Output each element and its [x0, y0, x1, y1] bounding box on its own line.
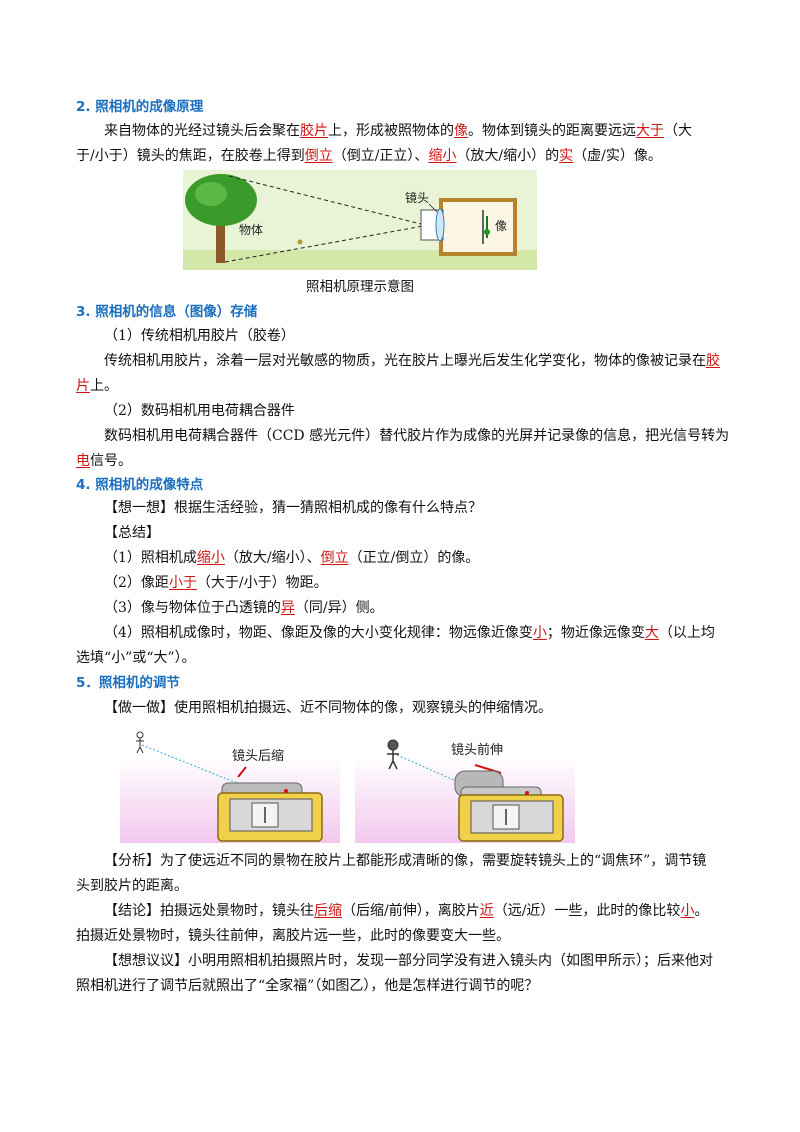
sec4-item4-line2: 选填“小”或“大”）。 [76, 650, 196, 666]
text: 。 [694, 903, 709, 919]
person-icon [387, 739, 399, 770]
retract-label: 镜头后缩 [232, 748, 284, 764]
sec4-item3: （3）像与物体位于凸透镜的异（同/异）侧。 [76, 598, 726, 618]
sec5-conclusion-line2: 拍摄近处景物时，镜头往前伸，离胶片远一些，此时的像要变大一些。 [76, 928, 510, 944]
text: （大于/小于）物距。 [196, 575, 328, 591]
answer-blank: 胶 [706, 353, 720, 369]
sec5-discuss-line2: 照相机进行了调节后就照出了“全家福”（如图乙），他是怎样进行调节的呢？ [76, 978, 539, 994]
sec2-para-line2: 于/小于）镜头的焦距，在胶卷上得到倒立（倒立/正立）、缩小（放大/缩小）的实（虚… [76, 146, 726, 166]
answer-blank: 电 [76, 453, 90, 469]
object-label: 物体 [239, 223, 263, 237]
answer-blank: 实 [559, 148, 574, 164]
indicator-dot [284, 789, 288, 793]
lens-label: 镜头 [405, 190, 429, 205]
text: （3）像与物体位于凸透镜的 [104, 600, 281, 616]
sec4-item4-line1: （4）照相机成像时，物距、像距及像的大小变化规律：物远像近像变小；物近像远像变大… [76, 623, 726, 643]
answer-blank: 缩小 [196, 550, 225, 566]
section-4-title: 4. 照相机的成像特点 [76, 477, 204, 493]
text: （2）像距 [104, 575, 169, 591]
sight-line [141, 744, 263, 794]
light-ray-top [228, 175, 446, 231]
answer-blank: 小 [680, 903, 695, 919]
sight-line [396, 754, 466, 786]
text: （正立/倒立）的像。 [348, 550, 480, 566]
sec3-para1-line1: 传统相机用胶片，涂着一层对光敏感的物质，光在胶片上曝光后发生化学变化，物体的像被… [76, 351, 726, 371]
text: （同/异）侧。 [294, 600, 384, 616]
text: 信号。 [90, 453, 132, 469]
sec4-summary-label: 【总结】 [104, 525, 160, 541]
sec3-sub1: （1）传统相机用胶片（胶卷） [104, 328, 295, 344]
answer-blank: 片 [76, 378, 90, 394]
sec2-para-line1: 来自物体的光经过镜头后会聚在胶片上，形成被照物体的像。物体到镜头的距离要远远大于… [76, 121, 726, 141]
text: （1）照相机成 [104, 550, 197, 566]
sec3-sub2: （2）数码相机用电荷耦合器件 [104, 403, 295, 419]
camera-extend-figure: 镜头前伸 [355, 739, 575, 843]
sec4-item2: （2）像距小于（大于/小于）物距。 [76, 573, 726, 593]
text: 来自物体的光经过镜头后会聚在 [104, 123, 300, 139]
answer-blank: 小于 [168, 575, 197, 591]
text: 【结论】拍摄远处景物时，镜头往 [104, 903, 314, 919]
text: （远/近）一些，此时的像比较 [493, 903, 681, 919]
text: （大 [664, 123, 692, 139]
tree-trunk [216, 215, 225, 263]
tree-highlight [195, 182, 227, 206]
extend-label: 镜头前伸 [451, 742, 503, 758]
image-dot [484, 229, 490, 235]
section-5-title: 5．照相机的调节 [76, 675, 180, 691]
answer-blank: 大于 [636, 123, 664, 139]
answer-blank: 像 [454, 123, 468, 139]
lens-icon [435, 208, 445, 242]
camera-retract-figure: 镜头后缩 [120, 731, 340, 843]
answer-blank: 后缩 [314, 903, 342, 919]
section-3-title: 3. 照相机的信息（图像）存储 [76, 304, 258, 320]
sec4-think: 【想一想】根据生活经验，猜一猜照相机成的像有什么特点？ [104, 500, 482, 516]
small-dot [297, 239, 303, 245]
text: ；物近像远像变 [546, 625, 645, 641]
sec5-analysis-line1: 【分析】为了使远近不同的景物在胶片上都能形成清晰的像，需要旋转镜头上的“调焦环”… [104, 853, 707, 869]
text: （放大/缩小）的 [456, 148, 560, 164]
camera-body [439, 198, 517, 256]
answer-blank: 倒立 [320, 550, 349, 566]
indicator-dot [525, 791, 529, 795]
sec3-para2-line1: 数码相机用电荷耦合器件（CCD 感光元件）替代胶片作为成像的光屏并记录像的信息，… [104, 428, 730, 444]
sec5-do: 【做一做】使用照相机拍摄远、近不同物体的像，观察镜头的伸缩情况。 [104, 700, 552, 716]
answer-blank: 倒立 [304, 148, 333, 164]
sec3-para1-line2: 片上。 [76, 376, 726, 396]
text: （4）照相机成像时，物距、像距及像的大小变化规律：物远像近像变 [104, 625, 533, 641]
answer-blank: 小 [532, 625, 547, 641]
text: （虚/实）像。 [573, 148, 662, 164]
light-ray-bottom [224, 221, 446, 263]
sec3-para2-line2: 电信号。 [76, 451, 726, 471]
sec5-analysis-line2: 头到胶片的距离。 [76, 878, 188, 894]
answer-blank: 大 [644, 625, 659, 641]
retract-arrow-icon [237, 766, 247, 778]
text: 上，形成被照物体的 [328, 123, 454, 139]
camera-principle-figure: 物体 镜头 像 [183, 170, 537, 270]
section-2-title: 2. 照相机的成像原理 [76, 99, 204, 115]
answer-blank: 异 [280, 600, 295, 616]
text: 。物体到镜头的距离要远远 [468, 123, 636, 139]
sec5-conclusion-line1: 【结论】拍摄远处景物时，镜头往后缩（后缩/前伸），离胶片近（远/近）一些，此时的… [76, 901, 726, 921]
sec4-item1: （1）照相机成缩小（放大/缩小）、倒立（正立/倒立）的像。 [76, 548, 726, 568]
text: 传统相机用胶片，涂着一层对光敏感的物质，光在胶片上曝光后发生化学变化，物体的像被… [104, 353, 706, 369]
text: （后缩/前伸），离胶片 [342, 903, 480, 919]
text: （放大/缩小）、 [224, 550, 321, 566]
figure-caption: 照相机原理示意图 [306, 279, 414, 295]
sec5-discuss-line1: 【想想议议】小明用照相机拍摄照片时，发现一部分同学没有进入镜头内（如图甲所示）；… [104, 953, 713, 969]
text: 上。 [90, 378, 118, 394]
text: （以上均 [658, 625, 715, 641]
person-icon [136, 731, 144, 754]
answer-blank: 近 [479, 903, 494, 919]
answer-blank: 胶片 [300, 123, 328, 139]
image-label: 像 [495, 219, 507, 233]
text: 于/小于）镜头的焦距，在胶卷上得到 [76, 148, 305, 164]
answer-blank: 缩小 [428, 148, 457, 164]
text: （倒立/正立）、 [332, 148, 429, 164]
lens-pointer [428, 203, 438, 213]
